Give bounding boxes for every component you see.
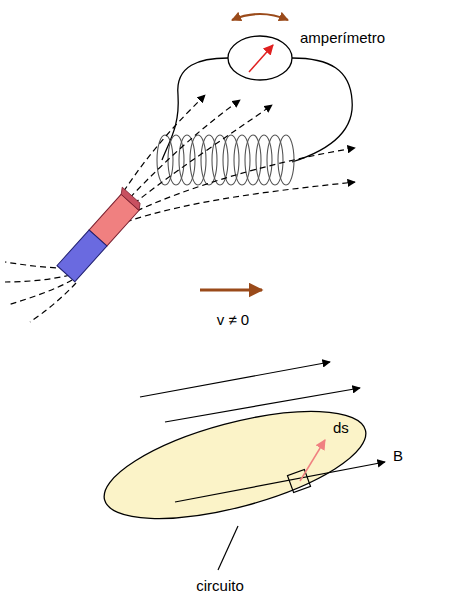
wire [292,58,352,162]
field-b-lines [140,362,385,502]
surface-element [287,469,310,492]
velocity-arrow [200,289,262,292]
circuit-surface [94,389,377,540]
ammeter-needle [249,45,273,72]
field-label: B [393,448,403,465]
meter-label: amperímetro [300,30,385,47]
normal-vector [300,440,325,481]
field-lines [5,95,355,322]
circuit-label: circuito [196,578,244,595]
ammeter-symbol [228,36,292,80]
velocity-label: v ≠ 0 [217,312,249,329]
swing-arrow [232,14,288,20]
magnet [54,187,143,282]
vector-label: ds [333,420,349,437]
leader-line [218,526,238,570]
